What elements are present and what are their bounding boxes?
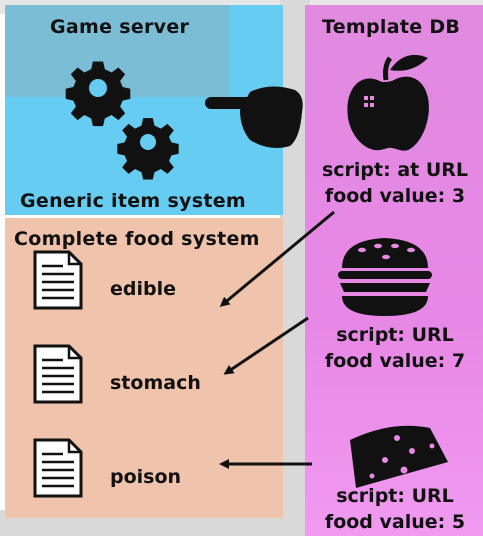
game-server-title: Game server xyxy=(50,16,190,38)
apple-script-label: script: at URL xyxy=(321,159,469,181)
template-db-title: Template DB xyxy=(322,16,461,38)
gear-icon-large xyxy=(65,61,131,127)
document-icon-stomach xyxy=(33,344,83,404)
arrow-apple-to-edible xyxy=(219,210,335,307)
generic-item-system-label: Generic item system xyxy=(20,190,247,212)
cheese-script-label: script: URL xyxy=(336,485,454,507)
document-icon-poison xyxy=(33,438,83,498)
doc-label-edible: edible xyxy=(110,278,176,300)
doc-label-stomach: stomach xyxy=(110,372,201,394)
burger-food-value-label: food value: 7 xyxy=(324,350,466,372)
apple-icon xyxy=(347,54,429,151)
arrow-burger-to-stomach xyxy=(223,316,309,375)
apple-food-value-label: food value: 3 xyxy=(324,185,466,207)
burger-script-label: script: URL xyxy=(336,324,454,346)
game-server-panel xyxy=(5,5,283,215)
doc-label-poison: poison xyxy=(110,466,182,488)
food-system-title: Complete food system xyxy=(14,228,260,250)
gear-icon-small xyxy=(117,118,179,180)
document-icon-edible xyxy=(33,250,83,310)
burger-icon xyxy=(338,238,432,316)
cheese-icon xyxy=(350,425,448,488)
pointing-hand-icon xyxy=(205,86,303,148)
cheese-food-value-label: food value: 5 xyxy=(324,511,466,533)
